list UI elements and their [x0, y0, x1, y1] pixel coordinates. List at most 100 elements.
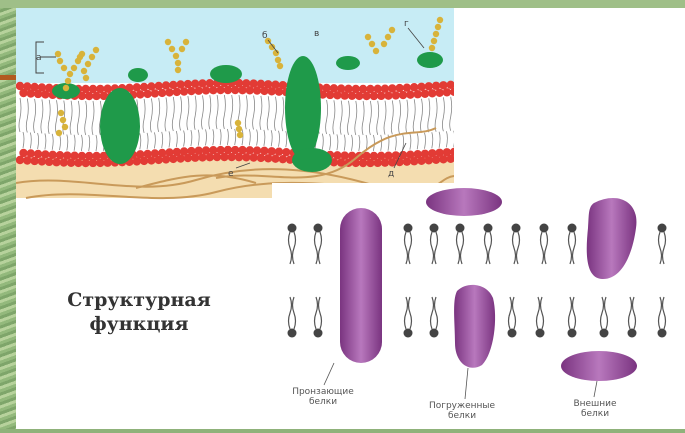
lipid-tail: [52, 134, 53, 150]
lipid-tail: [330, 134, 331, 150]
lipid-tail: [333, 100, 335, 134]
lipid-tail: [81, 135, 82, 151]
sugar-bead: [61, 65, 67, 71]
sugar-bead: [60, 117, 66, 123]
lipid-tail: [348, 101, 350, 135]
lipid-head: [165, 88, 173, 96]
sugar-bead: [56, 130, 62, 136]
title-line-2: функция: [24, 312, 254, 336]
grass-border-left: [0, 0, 16, 429]
lipid-tail: [435, 98, 437, 132]
letter-v: в: [314, 29, 319, 39]
lipid-head: [384, 91, 392, 99]
lipid-tail: [249, 129, 250, 145]
lipid-tail: [275, 97, 277, 131]
lipid-tail: [260, 96, 262, 130]
lipid-tail: [235, 129, 236, 145]
sugar-bead: [389, 27, 395, 33]
lipid-tail: [30, 132, 31, 148]
lipid-tail: [359, 135, 360, 151]
sugar-bead: [169, 46, 175, 52]
lipid-tail: [362, 101, 364, 135]
lipid-tail: [147, 133, 148, 149]
lipid-head: [70, 152, 78, 160]
lipid-head: [231, 146, 239, 154]
lipid-head: [151, 89, 159, 97]
sugar-bead: [175, 67, 181, 73]
lipid-tail: [421, 99, 423, 133]
sugar-bead: [89, 54, 95, 60]
lipid-tail: [198, 130, 199, 146]
lipid-head: [260, 147, 268, 155]
lipid-head: [136, 90, 144, 98]
lipid-head: [180, 87, 188, 95]
sugar-bead: [63, 85, 69, 91]
lipid-head: [435, 89, 443, 97]
lipid-tail: [271, 130, 272, 146]
sugar-bead: [57, 58, 63, 64]
lipid-tail: [410, 134, 411, 150]
sugar-bead: [93, 47, 99, 53]
lipid-tail: [154, 132, 155, 148]
lipid-tail: [231, 95, 233, 129]
sugar-bead: [62, 124, 68, 130]
lipid-tail: [216, 95, 218, 129]
lipid-head: [202, 86, 210, 94]
lipid-tail: [67, 135, 68, 151]
lipid-head: [406, 90, 414, 98]
lipid-head: [209, 86, 217, 94]
letter-a: а: [36, 53, 42, 63]
lipid-head: [333, 151, 341, 159]
sugar-bead: [435, 24, 441, 30]
lipid-tail: [377, 101, 379, 135]
lipid-head: [49, 151, 57, 159]
lipid-head: [414, 90, 422, 98]
lipid-tail: [45, 133, 46, 149]
lipid-tail: [184, 130, 185, 146]
sugar-bead: [433, 31, 439, 37]
lipid-tail: [428, 98, 430, 132]
sugar-bead: [373, 48, 379, 54]
lipid-tail: [41, 99, 43, 133]
lipid-tail: [369, 101, 371, 135]
lipid-tail: [85, 101, 87, 135]
lipid-tail: [322, 134, 323, 150]
lipid-tail: [180, 96, 182, 130]
lipid-head: [275, 147, 283, 155]
lipid-tail: [187, 96, 189, 130]
lipid-head: [187, 87, 195, 95]
lipid-head: [443, 88, 451, 96]
lipid-tail: [213, 129, 214, 145]
lipid-tail: [279, 131, 280, 147]
sugar-bead: [236, 126, 242, 132]
lipid-head: [246, 146, 254, 154]
lipid-tail: [442, 97, 444, 131]
lipid-tail: [206, 129, 207, 145]
sugar-bead: [369, 41, 375, 47]
sugar-bead: [183, 39, 189, 45]
grass-border-top: [0, 0, 685, 8]
lipid-head: [92, 92, 100, 100]
lipid-head: [341, 151, 349, 159]
protein-types-panel: Пронзающие белки Погруженные белки Внешн…: [272, 183, 685, 429]
sugar-bead: [173, 53, 179, 59]
lipid-tail: [38, 133, 39, 149]
lipid-head: [268, 147, 276, 155]
sugar-bead: [85, 61, 91, 67]
lipid-tail: [282, 97, 284, 131]
lipid-head: [392, 91, 400, 99]
sugar-bead: [83, 75, 89, 81]
lipid-tail: [34, 99, 36, 133]
lipid-tail: [413, 99, 415, 133]
sugar-bead: [429, 45, 435, 51]
lipid-tail: [202, 95, 204, 129]
lipid-head: [428, 89, 436, 97]
lipid-tail: [77, 101, 79, 135]
slide-title: Структурная функция: [24, 288, 254, 336]
sugar-bead: [277, 63, 283, 69]
sugar-bead: [58, 110, 64, 116]
lipid-tail: [150, 98, 152, 132]
lipid-head: [216, 86, 224, 94]
letter-b: б: [262, 31, 268, 41]
lipid-tail: [89, 135, 90, 151]
